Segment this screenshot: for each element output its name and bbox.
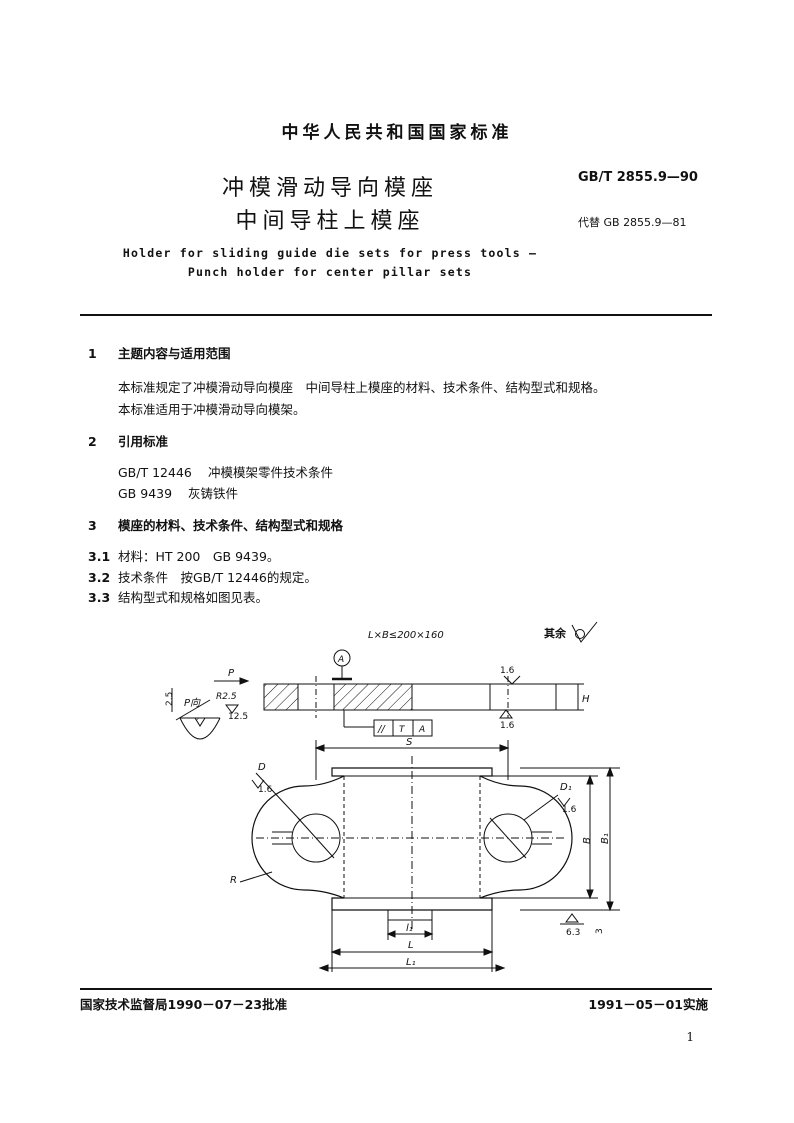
english-title-1: Holder for sliding guide die sets for pr… — [122, 246, 538, 260]
standard-number: GB/T 2855.9—90 — [578, 170, 698, 185]
roughness-1-6: 1.6 — [500, 666, 515, 676]
clause-3-3: 3.3 结构型式和规格如图见表。 — [88, 587, 268, 606]
tolerance-t: T — [399, 725, 406, 735]
replaces-note: 代替 GB 2855.9—81 — [578, 216, 687, 229]
dim-b1: B₁ — [600, 833, 611, 844]
parallelism-symbol: // — [377, 724, 386, 735]
dim-d1: D₁ — [560, 782, 572, 793]
reference-name: 灰铸铁件 — [188, 486, 239, 501]
dim-l: L — [408, 940, 414, 951]
clause-text: 结构型式和规格如图见表。 — [118, 590, 269, 605]
dim-l1-overall: L₁ — [406, 957, 416, 968]
reference-name: 冲模模架零件技术条件 — [208, 465, 334, 480]
section-2-heading: 2 引用标准 — [88, 431, 168, 450]
reference-row: GB/T 12446 冲模模架零件技术条件 — [118, 462, 333, 481]
english-title-2: Punch holder for center pillar sets — [187, 265, 473, 279]
section-title: 引用标准 — [118, 434, 169, 449]
dim-3: 3 — [595, 928, 605, 934]
section-number: 1 — [88, 346, 97, 361]
clause-number: 3.3 — [88, 590, 111, 605]
title-line-2: 中间导柱上模座 — [235, 209, 425, 234]
clause-text: 技术条件 按GB/T 12446的规定。 — [118, 570, 317, 585]
p-arrow-label: P — [228, 668, 235, 679]
p-view-label: P向 — [184, 697, 201, 709]
roughness-6-3: 6.3 — [566, 928, 580, 938]
paragraph: 本标准规定了冲模滑动导向模座 中间导柱上模座的材料、技术条件、结构型式和规格。 — [118, 380, 606, 395]
roughness-symbol-icon — [571, 621, 598, 643]
reference-code: GB 9439 — [118, 486, 173, 501]
tolerance-datum: A — [418, 725, 425, 735]
header-rule — [80, 314, 712, 316]
dim-d: D — [258, 762, 266, 773]
footer-rule — [80, 988, 712, 990]
section-number: 2 — [88, 434, 97, 449]
dim-h: H — [582, 694, 590, 705]
rest-roughness-label: 其余 — [544, 626, 567, 640]
arrow-right-icon — [214, 677, 250, 685]
reference-row: GB 9439 灰铸铁件 — [118, 483, 238, 502]
dim-s: S — [406, 737, 413, 748]
dim-l1: l₁ — [406, 923, 413, 934]
datum-a-icon — [332, 649, 352, 681]
section-3-heading: 3 模座的材料、技术条件、结构型式和规格 — [88, 515, 343, 534]
section-title: 模座的材料、技术条件、结构型式和规格 — [118, 518, 344, 533]
dim-b: B — [582, 837, 593, 844]
section-1-heading: 1 主题内容与适用范围 — [88, 343, 231, 362]
clause-number: 3.1 — [88, 549, 111, 564]
effective-date: 1991－05－01实施 — [588, 997, 708, 1012]
roughness-1-6: 1.6 — [258, 785, 273, 795]
dim-r: R — [230, 875, 237, 886]
reference-code: GB/T 12446 — [118, 465, 192, 480]
clause-3-1: 3.1 材料：HT 200 GB 9439。 — [88, 546, 279, 565]
issuing-org: 中华人民共和国国家标准 — [281, 123, 513, 143]
size-note: L×B≤200×160 — [368, 630, 444, 641]
clause-number: 3.2 — [88, 570, 111, 585]
section-title: 主题内容与适用范围 — [118, 346, 231, 361]
clause-text: 材料：HT 200 GB 9439。 — [118, 549, 280, 564]
title-line-1: 冲模滑动导向模座 — [221, 176, 438, 201]
dim-2-5: 2.5 — [165, 692, 175, 706]
radius-label: R2.5 — [216, 692, 237, 702]
roughness-12-5: 12.5 — [228, 712, 248, 722]
page-number: 1 — [686, 1030, 694, 1044]
roughness-1-6: 1.6 — [562, 805, 577, 815]
approval-date: 国家技术监督局1990－07－23批准 — [80, 997, 288, 1012]
datum-label: A — [337, 655, 344, 665]
roughness-1-6: 1.6 — [500, 721, 515, 731]
section-number: 3 — [88, 518, 97, 533]
paragraph: 本标准适用于冲模滑动导向模架。 — [118, 402, 306, 417]
clause-3-2: 3.2 技术条件 按GB/T 12446的规定。 — [88, 567, 317, 586]
